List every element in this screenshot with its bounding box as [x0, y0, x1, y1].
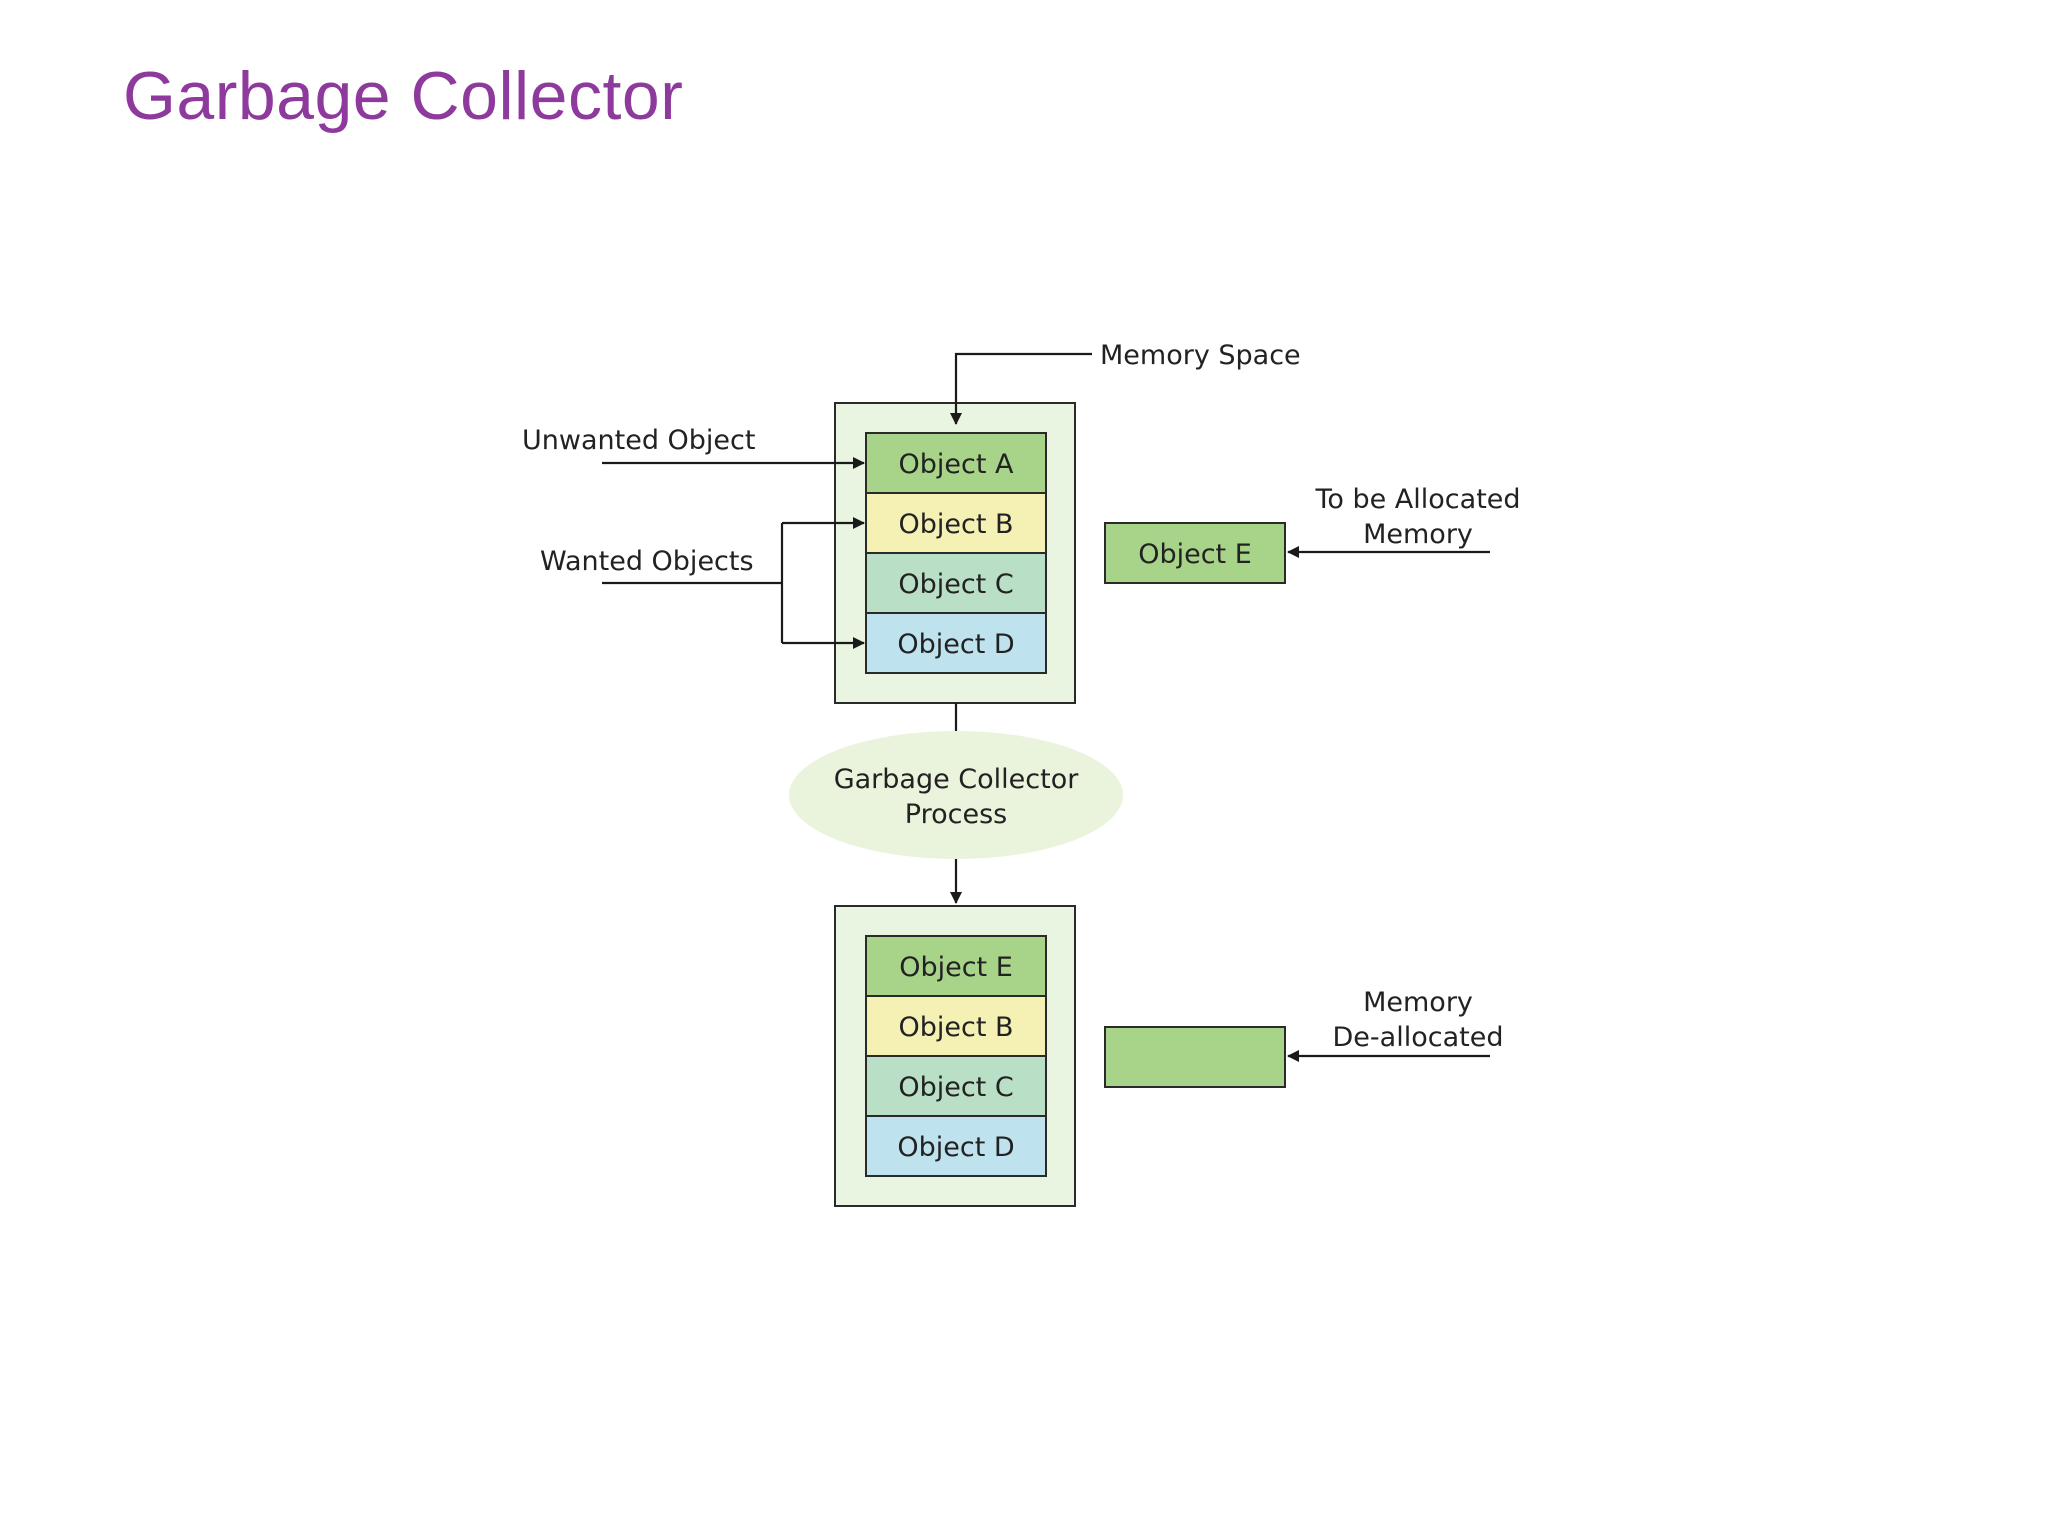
- after-object-b-cell: [865, 995, 1047, 1057]
- before-object-a-label: Object A: [899, 449, 1015, 480]
- gc-process-label-line2: Process: [905, 799, 1007, 830]
- before-object-stack: Object A Object B Object C Object D: [865, 432, 1047, 674]
- incoming-object-e-label: Object E: [1138, 539, 1252, 570]
- memory-space-label: Memory Space: [1100, 340, 1301, 371]
- deallocated-memory-block: [1104, 1026, 1286, 1088]
- after-object-e-cell: [865, 935, 1047, 997]
- before-object-a-cell: [865, 432, 1047, 494]
- after-object-d-cell: [865, 1115, 1047, 1177]
- before-object-d-label: Object D: [897, 629, 1014, 660]
- before-object-c-label: Object C: [898, 569, 1013, 600]
- after-object-b-label: Object B: [898, 1012, 1013, 1043]
- after-object-c-label: Object C: [898, 1072, 1013, 1103]
- after-object-c-cell: [865, 1055, 1047, 1117]
- memory-deallocated-label-line2: De-allocated: [1333, 1022, 1504, 1053]
- after-object-e-label: Object E: [899, 952, 1013, 983]
- to-be-allocated-label-line2: Memory: [1363, 519, 1473, 550]
- memory-deallocated-label-line1: Memory: [1363, 987, 1473, 1018]
- garbage-collector-process-ellipse: [789, 731, 1123, 859]
- incoming-object-e-cell: [1104, 522, 1286, 584]
- to-be-allocated-label-line1: To be Allocated: [1314, 484, 1520, 515]
- after-object-d-label: Object D: [897, 1132, 1014, 1163]
- unwanted-object-label: Unwanted Object: [522, 425, 755, 456]
- after-object-stack: Object E Object B Object C Object D: [865, 935, 1047, 1177]
- wanted-objects-label: Wanted Objects: [540, 546, 754, 577]
- memory-space-arrow: [950, 352, 1092, 425]
- before-object-b-label: Object B: [898, 509, 1013, 540]
- slide-title: Garbage Collector: [123, 58, 684, 134]
- before-object-d-cell: [865, 612, 1047, 674]
- before-object-b-cell: [865, 492, 1047, 554]
- gc-process-label-line1: Garbage Collector: [834, 764, 1080, 795]
